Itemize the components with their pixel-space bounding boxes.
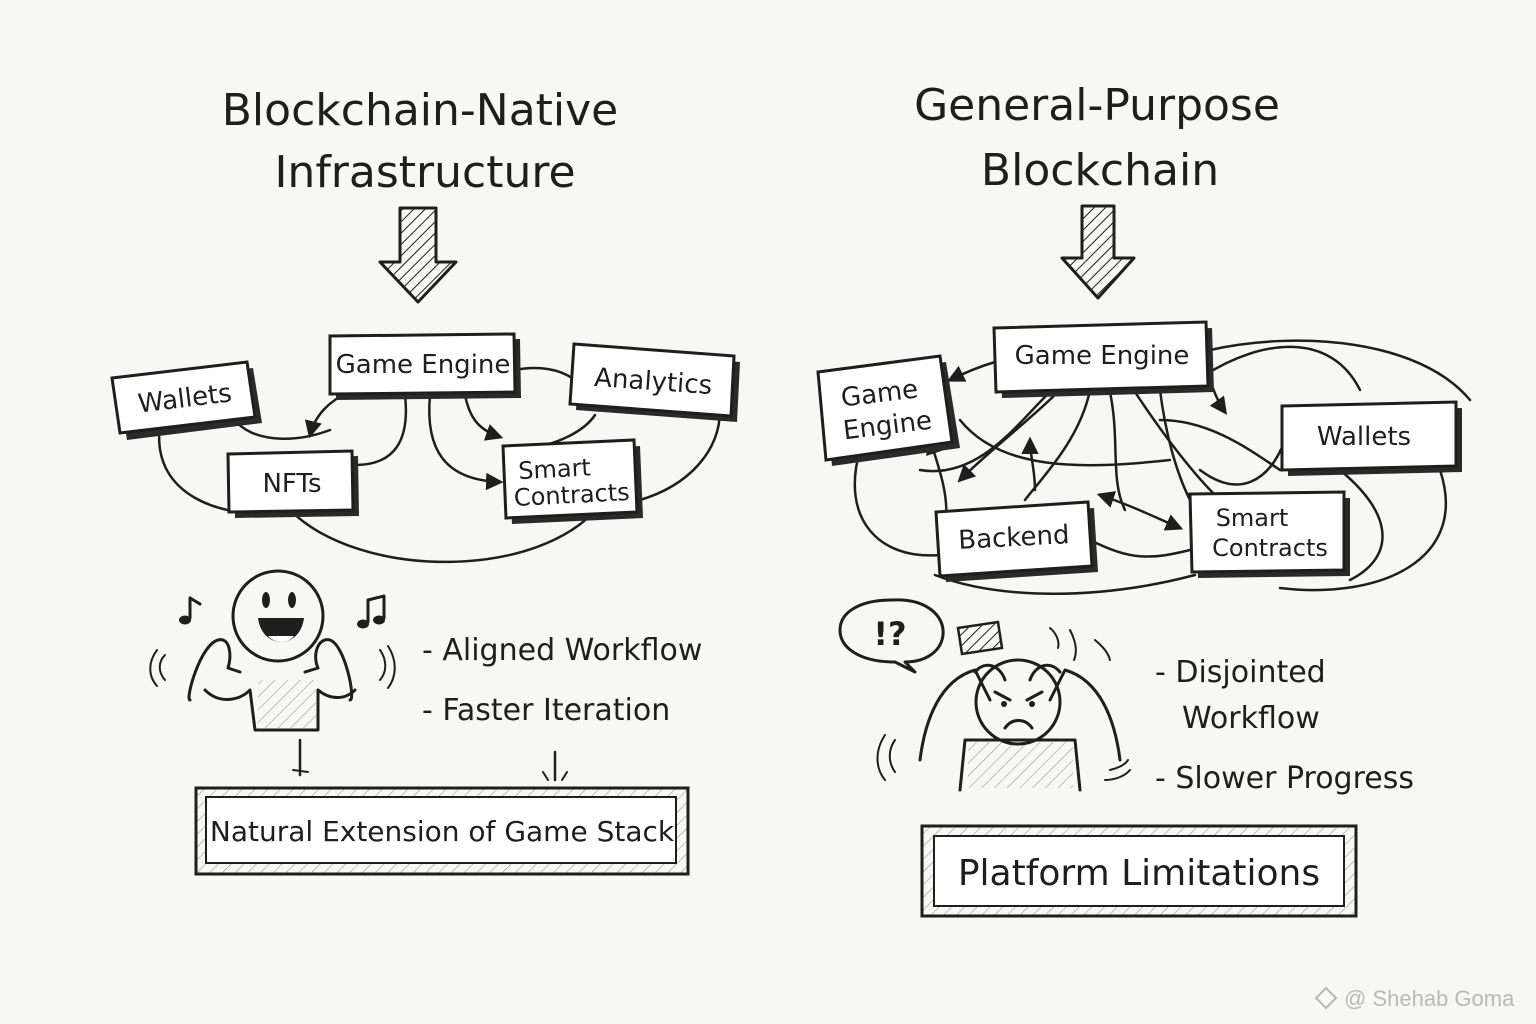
node-label-line2: Contracts <box>513 478 630 512</box>
happy-developer-icon <box>149 569 568 782</box>
left-bullet-2: - Faster Iteration <box>422 693 670 728</box>
node-nfts-left: NFTs <box>226 449 359 518</box>
music-note-icon <box>179 596 202 625</box>
left-bullet-1: - Aligned Workflow <box>422 633 702 668</box>
right-title-line2: Blockchain <box>981 145 1219 196</box>
left-connectors <box>157 366 722 564</box>
right-bullet-2: - Slower Progress <box>1155 761 1414 796</box>
node-backend-right: Backend <box>934 500 1098 582</box>
node-wallets-right: Wallets <box>1280 400 1462 476</box>
node-analytics-left: Analytics <box>568 342 740 422</box>
left-title-line1: Blockchain-Native <box>222 85 619 136</box>
watermark-text: @ Shehab Goma <box>1344 986 1515 1011</box>
node-wallets-left: Wallets <box>110 360 262 440</box>
stressed-developer-icon <box>876 620 1131 792</box>
right-title-line1: General-Purpose <box>914 80 1280 131</box>
node-game-engine-left: Game Engine <box>328 332 521 400</box>
speech-text: !? <box>873 615 906 653</box>
speech-bubble: !? <box>838 598 945 674</box>
right-connectors <box>853 339 1472 595</box>
left-down-arrow-icon <box>378 206 458 304</box>
right-bullet-1-continued: Workflow <box>1182 701 1320 736</box>
right-banner: Platform Limitations <box>920 824 1358 918</box>
node-smart-contracts-right: Smart Contracts <box>1188 490 1350 578</box>
node-label: NFTs <box>262 469 321 499</box>
left-title-line2: Infrastructure <box>274 147 575 198</box>
left-banner-text: Natural Extension of Game Stack <box>210 815 675 848</box>
node-game-engine-left-right: Game Engine <box>816 354 960 466</box>
node-label: Game Engine <box>1015 341 1190 371</box>
music-note-icon <box>357 594 386 629</box>
right-bullet-1: - Disjointed <box>1155 655 1326 690</box>
right-down-arrow-icon <box>1060 204 1136 300</box>
node-label: Backend <box>958 520 1071 556</box>
node-label: Wallets <box>1317 422 1411 452</box>
left-banner: Natural Extension of Game Stack <box>194 786 690 876</box>
watermark: @ Shehab Goma <box>1314 986 1515 1011</box>
node-smart-contracts-left: Smart Contracts <box>501 438 643 524</box>
right-banner-text: Platform Limitations <box>958 853 1320 894</box>
node-label-line1: Smart <box>518 453 592 485</box>
right-panel: General-Purpose Blockchain <box>816 80 1472 918</box>
watermark-logo-icon <box>1314 986 1338 1010</box>
node-label-line2: Contracts <box>1212 534 1328 562</box>
left-panel: Blockchain-Native Infrastructure Game En… <box>110 85 740 876</box>
node-label: Game Engine <box>336 350 511 380</box>
node-game-engine-top-right: Game Engine <box>992 320 1214 398</box>
node-label-line1: Smart <box>1216 504 1289 532</box>
